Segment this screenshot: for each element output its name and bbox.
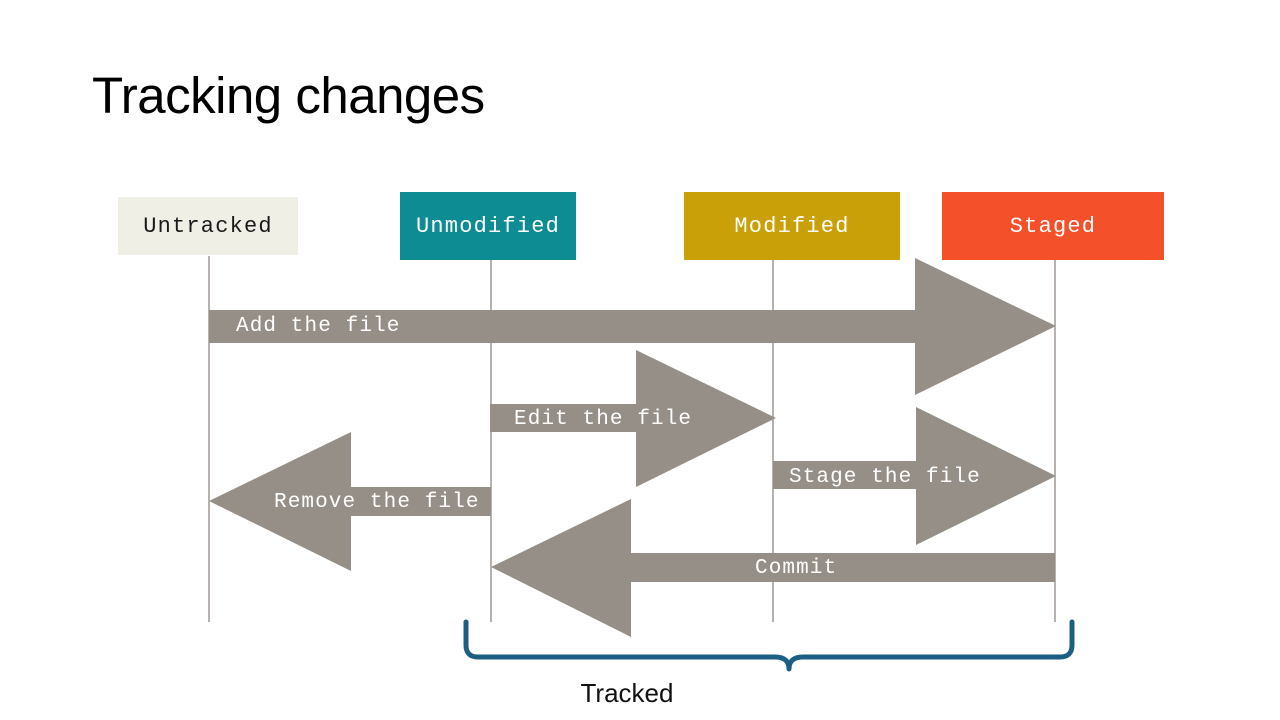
guide-line-modified	[772, 256, 774, 622]
arrow-stage-the-file	[773, 407, 1056, 545]
arrow-label-add-the-file: Add the file	[236, 315, 401, 338]
guide-line-staged	[1054, 256, 1056, 622]
arrow-label-edit-the-file: Edit the file	[514, 408, 693, 431]
state-box-modified[interactable]: Modified	[684, 192, 900, 260]
state-label-unmodified: Unmodified	[415, 213, 561, 239]
guide-line-unmodified	[490, 256, 492, 622]
arrow-label-stage-the-file: Stage the file	[789, 466, 981, 489]
arrow-add-the-file	[209, 258, 1056, 395]
tracked-bracket	[463, 619, 1075, 672]
arrow-label-remove-the-file: Remove the file	[274, 491, 480, 514]
arrow-commit	[491, 499, 1055, 637]
state-box-staged[interactable]: Staged	[942, 192, 1164, 260]
arrow-edit-the-file	[490, 350, 776, 487]
state-label-staged: Staged	[1009, 213, 1097, 239]
arrow-label-commit: Commit	[755, 557, 838, 580]
guide-line-untracked	[208, 256, 210, 622]
page-title: Tracking changes	[92, 67, 485, 124]
tracked-bracket-label-text: Tracked	[580, 678, 674, 708]
state-label-untracked: Untracked	[143, 213, 273, 239]
tracked-bracket-label: Tracked	[0, 678, 1280, 709]
state-label-modified: Modified	[734, 213, 850, 239]
state-box-untracked[interactable]: Untracked	[118, 197, 298, 255]
state-box-unmodified[interactable]: Unmodified	[400, 192, 576, 260]
arrow-remove-the-file	[209, 432, 491, 571]
